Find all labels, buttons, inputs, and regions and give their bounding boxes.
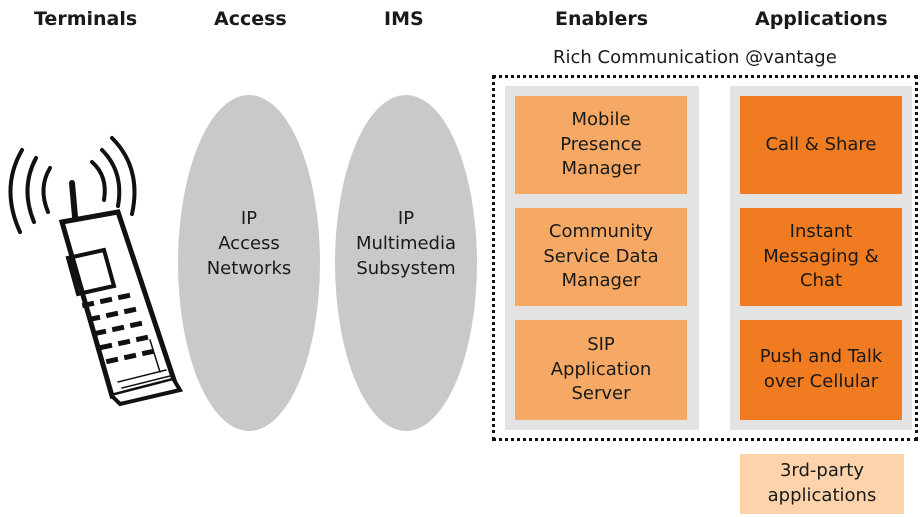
header-terminals: Terminals [34,8,138,30]
mobile-phone-icon [8,136,184,407]
app-2-line-3: Chat [799,270,843,292]
ims-line-2: Multimedia [355,232,457,254]
access-network-ellipse [178,95,320,431]
enabler-2-line-2: Service Data [543,245,659,267]
access-line-1: IP [240,208,258,229]
third-party-applications: 3rd-party applications [740,454,904,514]
enabler-3-line-2: Application [550,358,652,380]
third-party-line-2: applications [767,485,877,506]
enabler-1-line-2: Presence [560,133,642,155]
app-2-line-2: Messaging & [763,245,879,267]
third-party-line-1: 3rd-party [779,460,864,482]
enabler-mobile-presence-manager: Mobile Presence Manager [515,96,687,194]
access-line-3: Networks [206,257,292,279]
enabler-1-line-3: Manager [561,158,641,180]
ims-ellipse [335,95,477,431]
rich-communication-frame [492,75,918,441]
app-2-line-1: Instant [789,220,853,242]
enabler-2-line-1: Community [548,220,654,242]
access-network-label: IP Access Networks [200,207,298,281]
enabler-1-line-1: Mobile [571,108,631,130]
platform-subtitle: Rich Communication @vantage [553,47,837,68]
app-3-line-2: over Cellular [763,371,879,392]
ims-label: IP Multimedia Subsystem [352,207,460,281]
enabler-3-line-1: SIP [587,333,615,355]
app-3-line-1: Push and Talk [759,346,883,368]
app-instant-messaging-chat: Instant Messaging & Chat [740,208,902,306]
app-1-line-1: Call & Share [765,133,877,155]
enabler-community-service-data-manager: Community Service Data Manager [515,208,687,306]
header-access: Access [214,8,287,30]
enabler-2-line-3: Manager [561,270,641,292]
header-enablers: Enablers [555,8,649,30]
ims-line-3: Subsystem [356,257,456,279]
app-push-and-talk-over-cellular: Push and Talk over Cellular [740,320,902,420]
app-call-and-share: Call & Share [740,96,902,194]
access-line-2: Access [218,232,280,254]
enabler-3-line-3: Server [571,383,631,405]
header-ims: IMS [384,8,424,30]
enabler-sip-application-server: SIP Application Server [515,320,687,420]
header-applications: Applications [755,8,888,30]
ims-line-1: IP [397,208,415,229]
